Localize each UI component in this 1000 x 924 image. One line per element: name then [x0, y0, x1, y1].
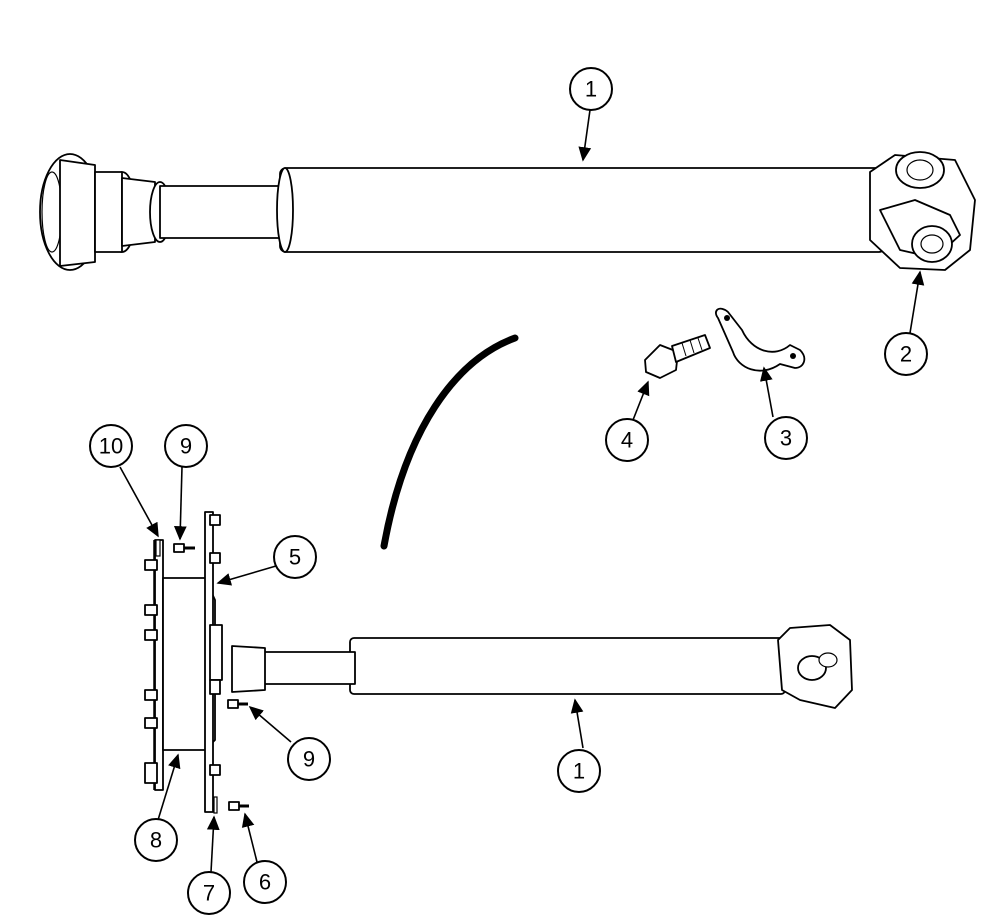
callout-label: 8 — [150, 828, 162, 853]
cap-screw-upper — [173, 543, 195, 553]
callout-label: 2 — [900, 342, 912, 367]
callout-8: 8 — [134, 818, 178, 862]
callout-label: 9 — [303, 747, 315, 772]
leader-lines — [119, 109, 925, 873]
upper-drive-shaft — [39, 151, 976, 271]
callout-label: 3 — [780, 426, 792, 451]
cap-screw-bottom — [228, 801, 249, 811]
callout-label: 9 — [180, 434, 192, 459]
shim-part — [155, 539, 161, 557]
strap-clamp-part — [715, 307, 806, 372]
callout-2: 2 — [884, 332, 928, 376]
callout-label: 7 — [203, 881, 215, 906]
callout-label: 1 — [573, 759, 585, 784]
cap-screw-lower — [227, 699, 248, 709]
lower-drive-shaft — [231, 624, 853, 709]
callout-9-upper: 9 — [164, 424, 208, 468]
callout-4: 4 — [605, 418, 649, 462]
bolt-part — [644, 334, 711, 379]
callout-6: 6 — [243, 860, 287, 904]
callout-7: 7 — [187, 871, 231, 915]
view-separator-arc — [380, 334, 519, 550]
callout-9-lower: 9 — [287, 737, 331, 781]
callout-label: 6 — [259, 870, 271, 895]
callout-10: 10 — [89, 424, 133, 468]
callout-label: 10 — [99, 434, 123, 459]
callout-label: 1 — [585, 77, 597, 102]
callout-1-upper: 1 — [569, 67, 613, 111]
callout-label: 4 — [621, 428, 633, 453]
washer-part — [213, 796, 218, 814]
callout-1-lower: 1 — [557, 749, 601, 793]
callout-3: 3 — [764, 416, 808, 460]
callout-5: 5 — [273, 535, 317, 579]
flange-assembly — [144, 511, 223, 813]
callout-label: 5 — [289, 545, 301, 570]
